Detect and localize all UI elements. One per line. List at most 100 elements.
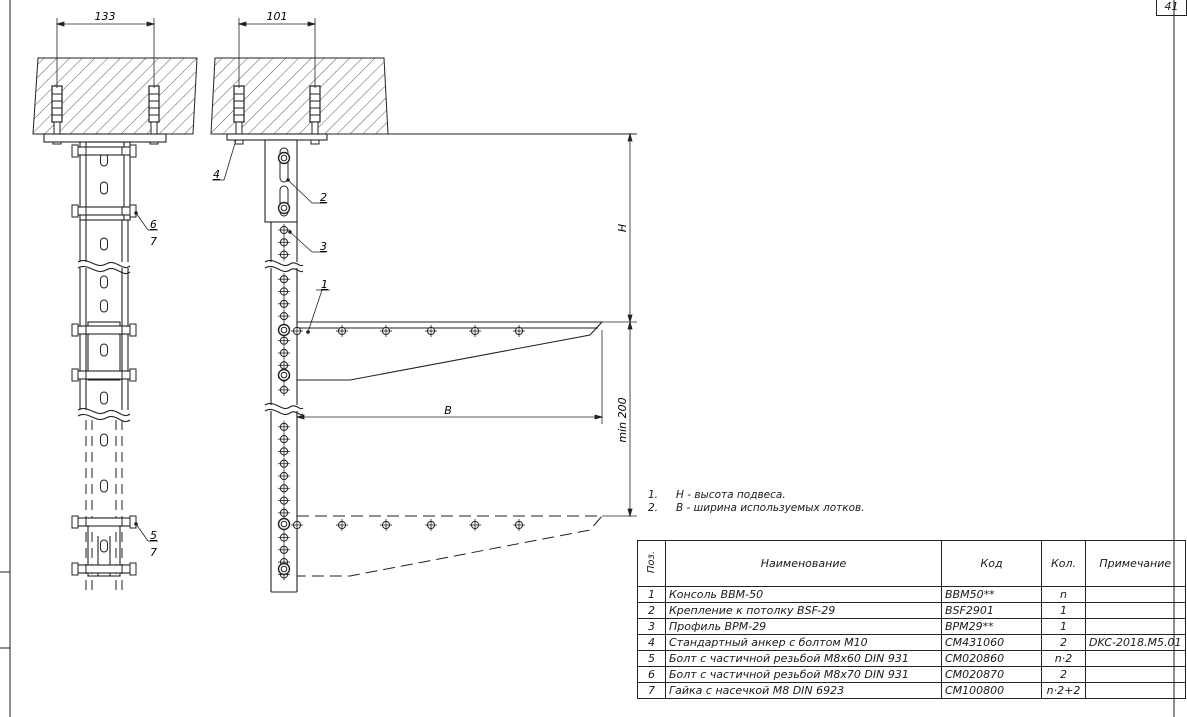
cell-code: CM020870 xyxy=(941,666,1042,683)
cell-code: BBM50** xyxy=(941,586,1042,603)
console-hole xyxy=(468,324,482,338)
header-pos: Поз. xyxy=(637,540,666,587)
front-slot xyxy=(100,479,108,493)
dimension-h xyxy=(602,132,637,324)
profile-hole xyxy=(277,248,291,262)
profile-hole xyxy=(277,481,291,495)
callout-leaders-side xyxy=(212,139,330,333)
header-name: Наименование xyxy=(665,540,942,587)
profile-hole xyxy=(277,457,291,471)
front-slot xyxy=(100,181,108,195)
cell-qty: 2 xyxy=(1041,634,1086,651)
side-view-lower-console xyxy=(297,515,604,577)
console-holes xyxy=(290,324,526,532)
front-slot xyxy=(100,343,108,357)
profile-hole xyxy=(277,543,291,557)
console-bolt xyxy=(277,323,291,337)
profile-hole xyxy=(277,469,291,483)
dimension-min200 xyxy=(602,320,637,518)
front-slot xyxy=(100,391,108,405)
mount-bolt xyxy=(277,151,291,165)
console-hole xyxy=(379,324,393,338)
callout-dot xyxy=(306,330,310,334)
console-bolt xyxy=(277,517,291,531)
dimension-101 xyxy=(237,18,317,88)
cell-qty: n·2+2 xyxy=(1041,682,1086,699)
cell-qty: 1 xyxy=(1041,618,1086,635)
header-qty: Кол. xyxy=(1041,540,1086,587)
profile-hole xyxy=(277,297,291,311)
dimension-133 xyxy=(55,18,156,88)
cell-note xyxy=(1085,666,1186,683)
cell-pos: 5 xyxy=(637,650,666,667)
front-slot xyxy=(100,433,108,447)
ceiling-slab-right xyxy=(210,57,637,135)
callout-2: 2 xyxy=(320,191,327,204)
profile-hole xyxy=(277,432,291,446)
cell-pos: 2 xyxy=(637,602,666,619)
cell-pos: 1 xyxy=(637,586,666,603)
console-bolt xyxy=(277,562,291,576)
profile-hole xyxy=(277,285,291,298)
cell-code: CM431060 xyxy=(941,634,1042,651)
mount-bolt xyxy=(277,201,291,215)
cell-name: Болт с частичной резьбой M8x60 DIN 931 xyxy=(665,650,942,667)
header-code: Код xyxy=(941,540,1042,587)
console-hole xyxy=(468,518,482,532)
console-hole xyxy=(512,518,526,532)
cell-qty: n·2 xyxy=(1041,650,1086,667)
cell-pos: 6 xyxy=(637,666,666,683)
console-hole xyxy=(290,518,304,532)
callout-5: 5 xyxy=(150,529,157,542)
console-hole xyxy=(290,324,304,338)
cell-note xyxy=(1085,650,1186,667)
console-hole xyxy=(424,518,438,532)
bolt-m8x60 xyxy=(71,562,137,576)
cell-note xyxy=(1085,602,1186,619)
console-hole xyxy=(335,518,349,532)
cell-pos: 4 xyxy=(637,634,666,651)
callout-dot xyxy=(134,522,138,526)
cell-name: Крепление к потолку BSF-29 xyxy=(665,602,942,619)
cell-code: BSF2901 xyxy=(941,602,1042,619)
cell-note xyxy=(1085,618,1186,635)
console-hole xyxy=(379,518,393,532)
callout-dot xyxy=(286,178,290,182)
header-note: Примечание xyxy=(1085,540,1186,587)
profile-hole xyxy=(277,235,291,249)
profile-hole xyxy=(277,531,291,544)
dimension-133-label: 133 xyxy=(95,10,116,23)
profile-hole xyxy=(277,420,291,434)
callout-7-bottom: 7 xyxy=(150,546,157,559)
callout-6: 6 xyxy=(150,219,157,231)
bolt-m8x70 xyxy=(71,144,137,158)
cell-note xyxy=(1085,682,1186,699)
bolt-m8x60 xyxy=(71,515,137,529)
profile-hole xyxy=(277,444,291,458)
front-slot xyxy=(100,539,108,553)
table-header: Поз. Наименование Код Кол. Примечание xyxy=(637,540,1186,587)
bolt-m8x60 xyxy=(71,323,137,337)
cell-name: Профиль BPM-29 xyxy=(665,618,942,635)
profile-hole xyxy=(277,383,291,397)
front-slot xyxy=(100,237,108,251)
dimension-101-label: 101 xyxy=(267,10,288,23)
front-slot xyxy=(100,153,108,167)
cell-name: Стандартный анкер с болтом M10 xyxy=(665,634,942,651)
front-slot xyxy=(100,299,108,313)
bolt-m8x70 xyxy=(71,204,137,218)
note-2: 2.B - ширина используемых лотков. xyxy=(648,502,865,514)
profile-hole xyxy=(277,494,291,508)
cell-note xyxy=(1085,586,1186,603)
cell-name: Гайка с насечкой M8 DIN 6923 xyxy=(665,682,942,699)
cell-code: CM020860 xyxy=(941,650,1042,667)
side-view xyxy=(226,133,604,593)
note-1: 1.H - высота подвеса. xyxy=(648,489,786,501)
cell-qty: 2 xyxy=(1041,666,1086,683)
cell-note: DKC-2018.M5.01 xyxy=(1085,634,1186,651)
